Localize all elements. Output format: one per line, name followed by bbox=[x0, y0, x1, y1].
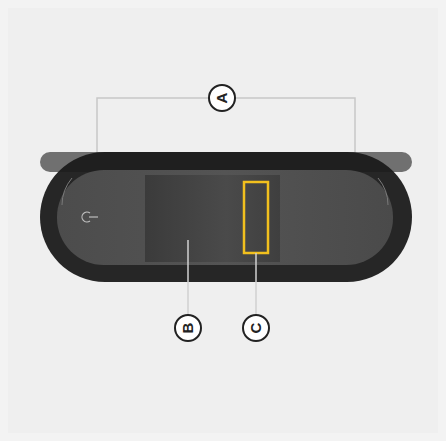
rim-shade bbox=[40, 152, 412, 172]
highlight-frame bbox=[244, 182, 268, 253]
display-area bbox=[145, 175, 280, 262]
leader-line bbox=[255, 253, 257, 315]
background bbox=[8, 8, 438, 433]
callout-circle bbox=[209, 85, 235, 111]
callout-circle bbox=[243, 315, 269, 341]
callout-letter: A bbox=[210, 86, 234, 110]
callout-letter: C bbox=[244, 316, 268, 340]
callout-letter: B bbox=[176, 316, 200, 340]
edge-highlight bbox=[62, 178, 72, 205]
callout-circle bbox=[175, 315, 201, 341]
device-rim bbox=[40, 152, 412, 282]
power-symbol bbox=[82, 212, 98, 222]
leader-line bbox=[187, 240, 189, 315]
edge-highlight bbox=[378, 178, 388, 205]
device-surface bbox=[57, 170, 393, 265]
